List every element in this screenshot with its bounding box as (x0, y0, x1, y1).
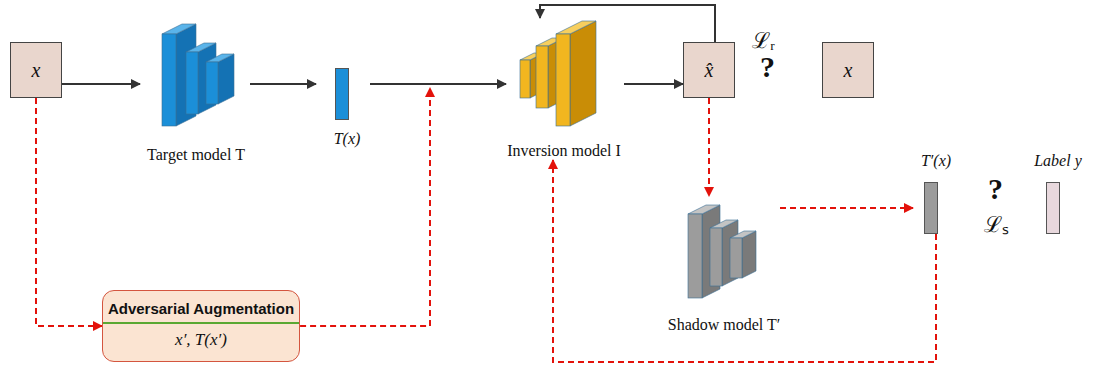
input-image-box: x (10, 42, 62, 98)
dashed-arrow (300, 88, 430, 326)
divider-line (103, 322, 299, 324)
node-label: Inversion model I (507, 142, 621, 160)
node-label: x̂ (705, 59, 714, 82)
reconstruction-loss: ℒᵣ (752, 24, 775, 54)
shadow-model: Shadow model T′ (660, 192, 788, 334)
node-label: x (32, 59, 41, 82)
node-label: x (844, 59, 853, 82)
solid-arrow (540, 5, 715, 42)
vector-bar (335, 68, 349, 120)
target-model: Target model T (140, 18, 252, 164)
dashed-arrow (708, 98, 710, 196)
solid-arrow (370, 83, 506, 85)
solid-arrow (250, 83, 316, 85)
dashed-arrow (780, 207, 913, 209)
vector-bar (924, 182, 938, 234)
shadow-loss: ℒₛ (984, 208, 1009, 238)
label-vector: Label y (1019, 150, 1097, 234)
dashed-arrow (553, 160, 936, 362)
node-label: Adversarial Augmentation (108, 300, 294, 317)
adversarial-augmentation-box: Adversarial Augmentation x′, T(x′) (102, 290, 300, 362)
layer-slab (556, 21, 596, 126)
node-label: Shadow model T′ (668, 316, 781, 334)
shadow-output-vector: T′(x) (899, 150, 973, 234)
node-label: T′(x) (899, 152, 973, 170)
solid-arrow (624, 83, 683, 85)
node-label: Target model T (147, 146, 245, 164)
original-image-box: x (822, 42, 874, 98)
node-label: Label y (1019, 152, 1097, 170)
reconstructed-image-box: x̂ (683, 42, 735, 98)
solid-arrow (62, 83, 140, 85)
layer-slab (206, 54, 234, 104)
target-output-vector: T(x) (316, 68, 378, 156)
dashed-arrow (36, 98, 102, 326)
question-mark: ? (988, 172, 1003, 206)
node-label: x′, T(x′) (175, 330, 227, 350)
vector-bar (1046, 182, 1060, 234)
layer-slab (730, 231, 756, 278)
node-label: T(x) (316, 130, 378, 148)
question-mark: ? (760, 50, 775, 84)
inversion-model: Inversion model I (500, 18, 628, 160)
